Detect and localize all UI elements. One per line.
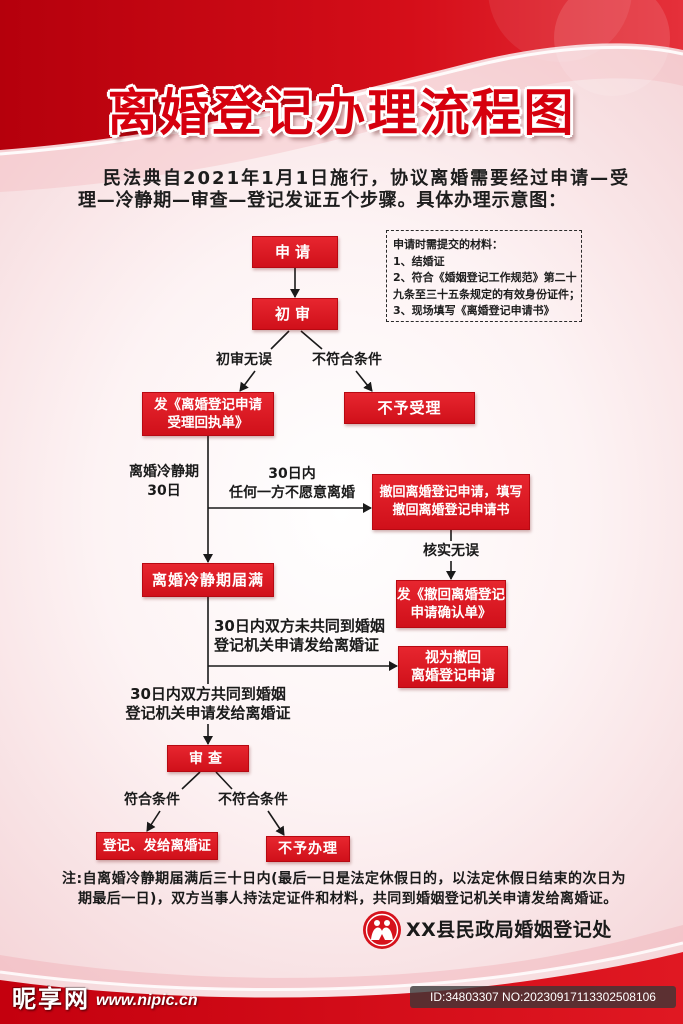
- step-receipt-line: 受理回执单》: [167, 415, 249, 431]
- label-no-joint-application-line: 30日内双方未共同到婚姻: [214, 617, 385, 635]
- label-joint-application-line: 登记机关申请发给离婚证: [125, 704, 291, 722]
- civil-affairs-emblem-icon: [362, 910, 402, 950]
- label-joint-application-line: 30日内双方共同到婚姻: [130, 685, 286, 703]
- materials-heading: 申请时需提交的材料：: [393, 238, 503, 251]
- connector-initial-review-fail: [300, 330, 323, 350]
- step-apply: 申请: [252, 236, 338, 268]
- step-review: 审查: [167, 745, 249, 772]
- note-line-1: 注:自离婚冷静期届满后三十日内(最后一日是法定休假日的，以法定休假日结束的次日为: [62, 871, 626, 887]
- label-verify: 核实无误: [423, 543, 479, 559]
- step-receipt-line: 发《离婚登记申请: [154, 397, 262, 413]
- step-apply-label: 申请: [274, 243, 315, 261]
- step-issue-certificate-label: 登记、发给离婚证: [103, 838, 211, 854]
- label-initial-fail: 不符合条件: [312, 352, 382, 368]
- top-highlight-circle: [554, 0, 670, 96]
- watermark-brand: 昵享网: [12, 985, 90, 1013]
- label-unqualified: 不符合条件: [218, 792, 288, 808]
- connector-review-unqualified: [215, 771, 233, 790]
- step-withdraw-line: 撤回离婚登记申请，填写: [379, 485, 523, 500]
- intro-line-2: 理—冷静期—审查—登记发证五个步骤。具体办理示意图：: [78, 190, 567, 211]
- materials-item: 2、符合《婚姻登记工作规范》第二十: [393, 271, 577, 284]
- materials-item: 1、结婚证: [393, 254, 445, 268]
- step-issue-certificate: 登记、发给离婚证: [96, 832, 218, 860]
- watermark-url: www.nipic.cn: [96, 992, 198, 1009]
- label-no-joint-application-line: 登记机关申请发给离婚证: [214, 636, 380, 654]
- arrow-fail-to-reject: [355, 370, 373, 392]
- label-no-joint-application: 30日内双方未共同到婚姻 登记机关申请发给离婚证: [214, 617, 385, 655]
- step-cooling-end-label: 离婚冷静期届满: [151, 571, 264, 589]
- arrow-unqualified-to-refuse: [267, 810, 285, 836]
- step-withdraw-confirm-line: 发《撤回离婚登记: [397, 587, 505, 603]
- step-initial-review: 初审: [252, 298, 338, 330]
- step-reject-label: 不予受理: [377, 399, 442, 417]
- step-refuse: 不予办理: [266, 836, 350, 862]
- materials-item: 3、现场填写《离婚登记申请书》: [393, 304, 555, 317]
- step-withdraw-confirm: 发《撤回离婚登记 申请确认单》: [396, 580, 506, 628]
- step-receipt: 发《离婚登记申请 受理回执单》: [142, 392, 274, 436]
- bottom-white-curve: [0, 941, 683, 992]
- label-withdraw-condition: 30日内 任何一方不愿意离婚: [222, 465, 362, 503]
- connector-initial-review-pass: [270, 330, 290, 350]
- bottom-pink-wave: [0, 925, 683, 990]
- label-cooling-period-line: 30日: [147, 483, 181, 499]
- step-withdraw: 撤回离婚登记申请，填写 撤回离婚登记申请书: [372, 474, 530, 530]
- label-withdraw-condition-line: 任何一方不愿意离婚: [229, 485, 355, 501]
- watermark-image-id: ID:34803307 NO:20230917113302508106: [410, 986, 676, 1008]
- label-qualified: 符合条件: [124, 792, 180, 808]
- materials-item: 九条至三十五条规定的有效身份证件；: [393, 287, 580, 301]
- step-cooling-end: 离婚冷静期届满: [142, 563, 274, 597]
- intro-line-1: 民法典自2021年1月1日施行，协议离婚需要经过申请—受: [103, 168, 631, 189]
- page-title: 离婚登记办理流程图: [107, 84, 576, 142]
- step-deemed-withdrawn-line: 离婚登记申请: [411, 668, 495, 684]
- step-deemed-withdrawn-line: 视为撤回: [425, 650, 481, 666]
- label-cooling-period: 离婚冷静期 30日: [128, 463, 200, 501]
- step-withdraw-line: 撤回离婚登记申请书: [392, 503, 510, 518]
- arrow-pass-to-receipt: [239, 370, 256, 392]
- label-joint-application: 30日内双方共同到婚姻 登记机关申请发给离婚证: [124, 685, 292, 723]
- label-initial-pass: 初审无误: [216, 352, 272, 368]
- step-deemed-withdrawn: 视为撤回 离婚登记申请: [398, 646, 508, 688]
- step-refuse-label: 不予办理: [278, 841, 338, 857]
- top-highlight-circle-2: [488, 0, 632, 62]
- label-withdraw-condition-line: 30日内: [268, 466, 316, 482]
- step-withdraw-confirm-line: 申请确认单》: [410, 605, 492, 621]
- note-line-2: 期最后一日)，双方当事人持法定证件和材料，共同到婚姻登记机关申请发给离婚证。: [78, 891, 618, 907]
- organization-name: XX县民政局婚姻登记处: [406, 919, 612, 941]
- materials-box: 申请时需提交的材料： 1、结婚证 2、符合《婚姻登记工作规范》第二十 九条至三十…: [386, 230, 582, 322]
- top-red-wave: [0, 0, 683, 150]
- step-initial-review-label: 初审: [274, 305, 315, 323]
- connector-review-qualified: [181, 771, 201, 790]
- arrow-qualified-to-issue: [146, 810, 161, 832]
- top-white-curve: [0, 45, 683, 156]
- step-reject: 不予受理: [344, 392, 475, 424]
- label-cooling-period-line: 离婚冷静期: [129, 464, 199, 480]
- step-review-label: 审查: [189, 750, 227, 767]
